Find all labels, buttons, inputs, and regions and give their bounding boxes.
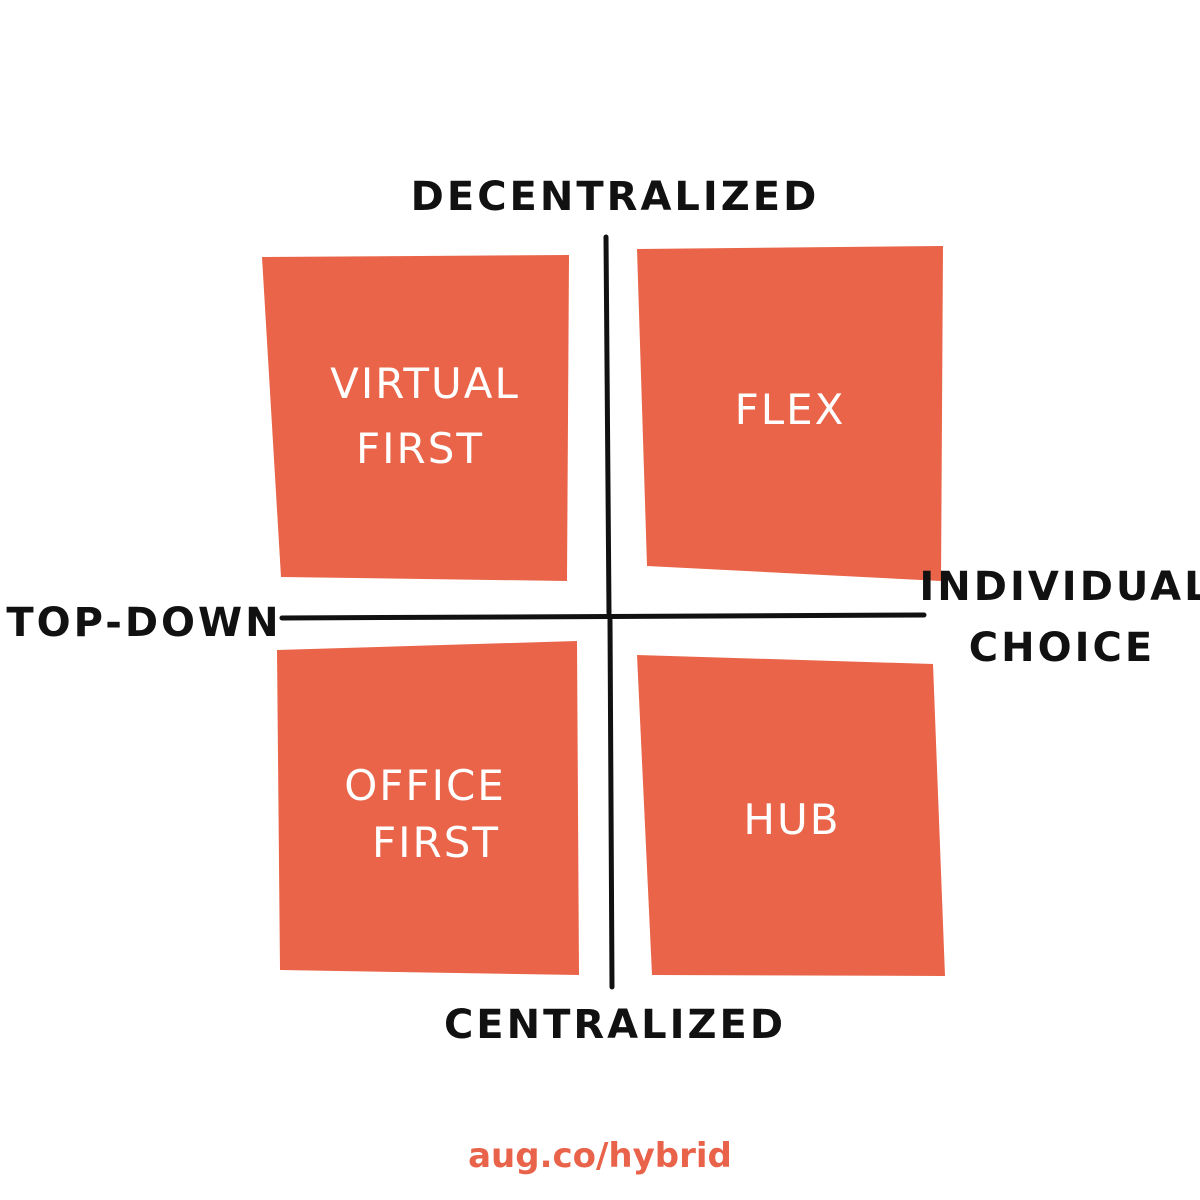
axis-label-right-line1: INDIVIDUAL	[919, 564, 1200, 610]
axis-label-left: TOP-DOWN	[6, 600, 281, 646]
axis-label-top: DECENTRALIZED	[411, 174, 820, 220]
axis-label-bottom: CENTRALIZED	[444, 1002, 786, 1048]
quadrant-flex-label: FLEX	[735, 385, 846, 434]
vertical-axis-line-bottom	[607, 617, 615, 990]
quadrant-hub-label: HUB	[743, 795, 840, 844]
vertical-axis-line-top	[603, 234, 612, 616]
quadrant-flex-box	[637, 246, 943, 581]
quadrant-office-first-box	[277, 641, 579, 975]
axis-label-right-line2: CHOICE	[969, 625, 1155, 671]
quadrant-office-first-line2: FIRST	[372, 818, 500, 867]
quadrant-virtual-first-line2: FIRST	[356, 424, 484, 473]
quadrant-hub-box	[637, 655, 945, 976]
quadrant-virtual-first-box	[262, 255, 569, 581]
footer-url[interactable]: aug.co/hybrid	[468, 1136, 732, 1176]
quadrant-virtual-first-line1: VIRTUAL	[330, 359, 520, 408]
quadrant-office-first-line1: OFFICE	[344, 761, 506, 810]
horizontal-axis-line	[279, 612, 927, 621]
